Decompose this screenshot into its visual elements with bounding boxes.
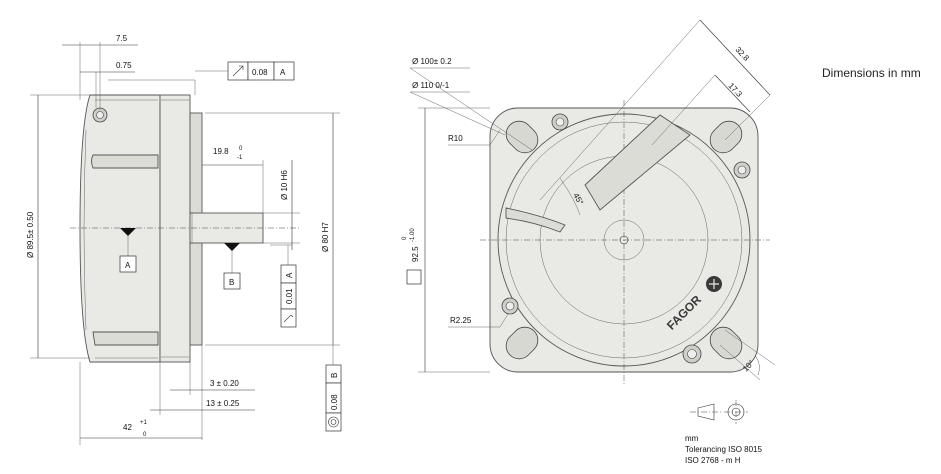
runout-frame: 0.08 A	[227, 61, 295, 81]
flatness-datum: A	[285, 272, 294, 278]
datum-a-box	[119, 255, 137, 273]
datum-a-label: A	[125, 261, 131, 270]
dim-square: 92.5	[411, 246, 420, 262]
dim-shaft-length: 19.8	[213, 147, 229, 156]
dim-shaft-length-tol-up: 0	[239, 146, 243, 152]
flatness-value: 0.01	[285, 288, 294, 304]
note-unit: mm	[685, 434, 699, 443]
mount-hole-bl	[501, 297, 539, 360]
runout-icon	[232, 65, 244, 77]
dim-r2-25: R2.25	[450, 316, 472, 325]
concentricity-datum: B	[330, 373, 339, 378]
flange-side	[159, 94, 191, 363]
mount-hole-tr	[709, 120, 751, 179]
dim-r10: R10	[448, 134, 463, 143]
dim-body-dia: Ø 89.5± 0.50	[26, 211, 35, 258]
runout-value: 0.08	[252, 68, 268, 77]
motor-body-side	[79, 94, 161, 363]
note-tolerancing: Tolerancing ISO 8015	[685, 445, 762, 454]
dim-42-tol-low: 0	[143, 432, 147, 438]
dim-bolt-circle: Ø 100± 0.2	[412, 57, 452, 66]
body-rib-lower	[92, 331, 159, 346]
dim-0-75: 0.75	[116, 61, 132, 70]
dim-17-3: 17.3	[727, 81, 745, 99]
page-title: Dimensions in mm	[822, 66, 921, 80]
dim-3: 3 ± 0.20	[210, 379, 239, 388]
dim-13: 13 ± 0.25	[206, 399, 240, 408]
dim-pilot-dia: Ø 80 H7	[321, 222, 330, 252]
dim-7-5: 7.5	[116, 34, 128, 43]
runout-datum: A	[280, 68, 286, 77]
side-view: 7.5 0.75 0.08 A 19.8 0 -1 Ø 10 H6 Ø 8	[26, 34, 342, 445]
front-view: FAGOR Ø 100± 0.2 Ø 110 0/-1 R10 R2.25 32…	[402, 19, 776, 385]
dim-square-tol-up: 0	[402, 236, 408, 240]
dim-42: 42	[123, 423, 132, 432]
dim-shaft-dia: Ø 10 H6	[280, 170, 289, 200]
dim-square-tol-low: -1.00	[410, 228, 416, 242]
dim-32-8: 32.8	[734, 45, 752, 63]
body-rib-upper	[91, 154, 159, 169]
dim-42-tol-up: +1	[140, 420, 148, 426]
flatness-frame: A 0.01	[270, 244, 297, 328]
dim-outer-circle: Ø 110 0/-1	[412, 81, 450, 90]
datum-b-label: B	[229, 278, 234, 287]
flatness-icon	[283, 314, 294, 323]
concentricity-value: 0.08	[330, 394, 339, 410]
note-iso: ISO 2768 - m H	[685, 456, 741, 465]
cable-channel	[584, 114, 691, 211]
projection-symbol-icon	[690, 400, 748, 424]
mount-hole-tl	[505, 113, 569, 154]
square-symbol	[406, 269, 422, 285]
concentricity-frame: B 0.08	[325, 345, 342, 432]
mount-hole-br	[682, 326, 743, 364]
datum-b-box	[223, 272, 241, 290]
concentricity-icon	[328, 416, 339, 428]
dim-shaft-length-tol-low: -1	[237, 155, 243, 161]
